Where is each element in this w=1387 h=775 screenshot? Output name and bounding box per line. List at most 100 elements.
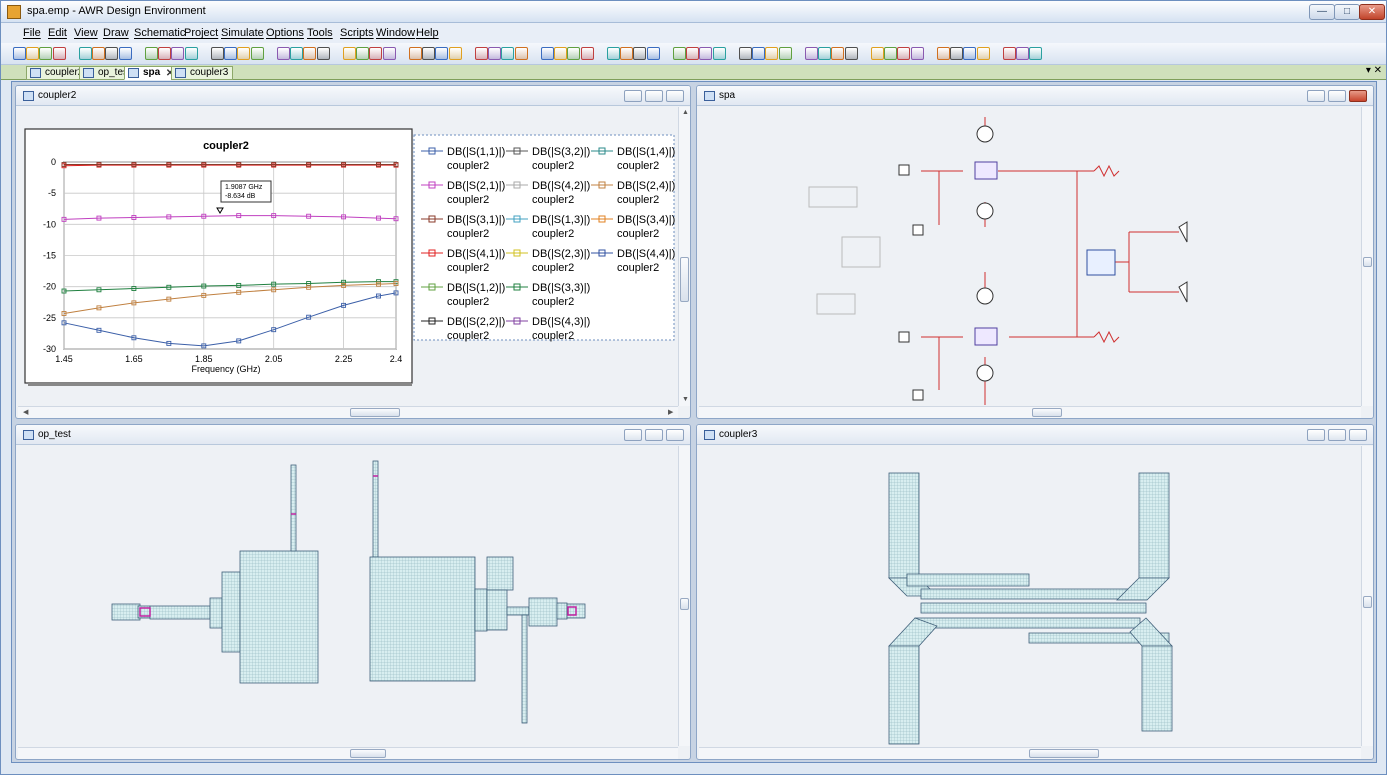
close-button[interactable]: ✕: [1359, 4, 1385, 20]
horizontal-scrollbar[interactable]: [699, 747, 1361, 759]
menu-tools[interactable]: Tools: [307, 27, 333, 39]
pane-minimize-button[interactable]: [624, 90, 642, 102]
toolbar-tool-icon[interactable]: [145, 47, 158, 60]
toolbar-tool-icon[interactable]: [712, 47, 726, 60]
toolbar-tool-icon[interactable]: [118, 47, 132, 60]
pane-restore-button[interactable]: [645, 429, 663, 441]
toolbar-tool-icon[interactable]: [382, 47, 396, 60]
toolbar-tool-icon[interactable]: [501, 47, 515, 60]
pane-close-button[interactable]: [1349, 429, 1367, 441]
toolbar-tool-icon[interactable]: [488, 47, 502, 60]
toolbar-tool-icon[interactable]: [831, 47, 845, 60]
menu-file[interactable]: File: [23, 27, 41, 39]
scroll-thumb[interactable]: [350, 408, 400, 417]
toolbar-tool-icon[interactable]: [726, 47, 739, 60]
tabs-menu-icon[interactable]: ▾ ✕: [1365, 65, 1382, 76]
menu-schematic[interactable]: Schematic: [134, 27, 186, 39]
scroll-thumb[interactable]: [1032, 408, 1062, 417]
toolbar-tool-icon[interactable]: [739, 47, 752, 60]
toolbar-tool-icon[interactable]: [356, 47, 370, 60]
toolbar-tool-icon[interactable]: [224, 47, 238, 60]
toolbar-tool-icon[interactable]: [369, 47, 383, 60]
toolbar-tool-icon[interactable]: [422, 47, 436, 60]
toolbar-tool-icon[interactable]: [778, 47, 792, 60]
toolbar-tool-icon[interactable]: [264, 47, 277, 60]
menu-view[interactable]: View: [74, 27, 98, 39]
tab-spa[interactable]: spa✕: [124, 66, 182, 80]
scroll-right-icon[interactable]: ▶: [668, 409, 674, 416]
toolbar-tool-icon[interactable]: [250, 47, 264, 60]
toolbar-tool-icon[interactable]: [79, 47, 92, 60]
toolbar-tool-icon[interactable]: [343, 47, 356, 60]
menu-options[interactable]: Options: [266, 27, 304, 39]
pane-minimize-button[interactable]: [624, 429, 642, 441]
pane-close-button[interactable]: [666, 429, 684, 441]
close-tab-icon[interactable]: ✕: [166, 68, 174, 80]
toolbar-tool-icon[interactable]: [937, 47, 950, 60]
toolbar-tool-icon[interactable]: [435, 47, 449, 60]
menu-project[interactable]: Project: [184, 27, 219, 39]
toolbar-tool-icon[interactable]: [409, 47, 422, 60]
toolbar-tool-icon[interactable]: [950, 47, 964, 60]
menu-scripts[interactable]: Scripts: [340, 27, 374, 39]
scroll-down-icon[interactable]: ▼: [682, 396, 689, 403]
menu-window[interactable]: Window: [376, 27, 416, 39]
scroll-thumb[interactable]: [350, 749, 386, 758]
toolbar-tool-icon[interactable]: [132, 47, 145, 60]
toolbar-tool-icon[interactable]: [396, 47, 409, 60]
toolbar-tool-icon[interactable]: [990, 47, 1003, 60]
vertical-scrollbar[interactable]: [1361, 446, 1373, 746]
toolbar-tool-icon[interactable]: [13, 47, 26, 60]
menu-simulate[interactable]: Simulate: [221, 27, 264, 39]
scroll-thumb[interactable]: [680, 598, 689, 610]
toolbar-tool-icon[interactable]: [105, 47, 119, 60]
tab-coupler3[interactable]: coupler3: [171, 66, 234, 80]
legend-box[interactable]: [413, 134, 675, 341]
toolbar-tool-icon[interactable]: [646, 47, 660, 60]
toolbar-tool-icon[interactable]: [844, 47, 858, 60]
toolbar-tool-icon[interactable]: [752, 47, 766, 60]
toolbar-tool-icon[interactable]: [316, 47, 330, 60]
toolbar-tool-icon[interactable]: [910, 47, 924, 60]
pane-close-button[interactable]: [666, 90, 684, 102]
horizontal-scrollbar[interactable]: [18, 747, 678, 759]
toolbar-tool-icon[interactable]: [541, 47, 554, 60]
toolbar-tool-icon[interactable]: [580, 47, 594, 60]
toolbar-tool-icon[interactable]: [462, 47, 475, 60]
toolbar-tool-icon[interactable]: [567, 47, 581, 60]
toolbar-tool-icon[interactable]: [290, 47, 304, 60]
toolbar-tool-icon[interactable]: [171, 47, 185, 60]
scroll-left-icon[interactable]: ◀: [23, 409, 29, 416]
toolbar-tool-icon[interactable]: [92, 47, 106, 60]
pane-close-button[interactable]: [1349, 90, 1367, 102]
menu-edit[interactable]: Edit: [48, 27, 67, 39]
pane-minimize-button[interactable]: [1307, 90, 1325, 102]
toolbar-tool-icon[interactable]: [871, 47, 884, 60]
toolbar-tool-icon[interactable]: [52, 47, 66, 60]
toolbar-tool-icon[interactable]: [963, 47, 977, 60]
toolbar-tool-icon[interactable]: [673, 47, 686, 60]
toolbar-tool-icon[interactable]: [660, 47, 673, 60]
toolbar-tool-icon[interactable]: [198, 47, 211, 60]
toolbar-tool-icon[interactable]: [620, 47, 634, 60]
tab-op-test[interactable]: op_test: [79, 66, 136, 80]
pane-restore-button[interactable]: [1328, 90, 1346, 102]
toolbar-tool-icon[interactable]: [765, 47, 779, 60]
toolbar-tool-icon[interactable]: [554, 47, 568, 60]
toolbar-tool-icon[interactable]: [805, 47, 818, 60]
minimize-button[interactable]: —: [1309, 4, 1335, 20]
toolbar-tool-icon[interactable]: [330, 47, 343, 60]
toolbar-tool-icon[interactable]: [699, 47, 713, 60]
toolbar-tool-icon[interactable]: [1003, 47, 1016, 60]
pane-restore-button[interactable]: [1328, 429, 1346, 441]
vertical-scrollbar[interactable]: [1361, 107, 1373, 406]
toolbar-tool-icon[interactable]: [514, 47, 528, 60]
tab-coupler2[interactable]: coupler2: [26, 66, 89, 80]
toolbar-tool-icon[interactable]: [66, 47, 79, 60]
scroll-thumb[interactable]: [1363, 257, 1372, 267]
toolbar-tool-icon[interactable]: [303, 47, 317, 60]
toolbar-tool-icon[interactable]: [26, 47, 40, 60]
pane-restore-button[interactable]: [645, 90, 663, 102]
pane-minimize-button[interactable]: [1307, 429, 1325, 441]
toolbar-tool-icon[interactable]: [448, 47, 462, 60]
